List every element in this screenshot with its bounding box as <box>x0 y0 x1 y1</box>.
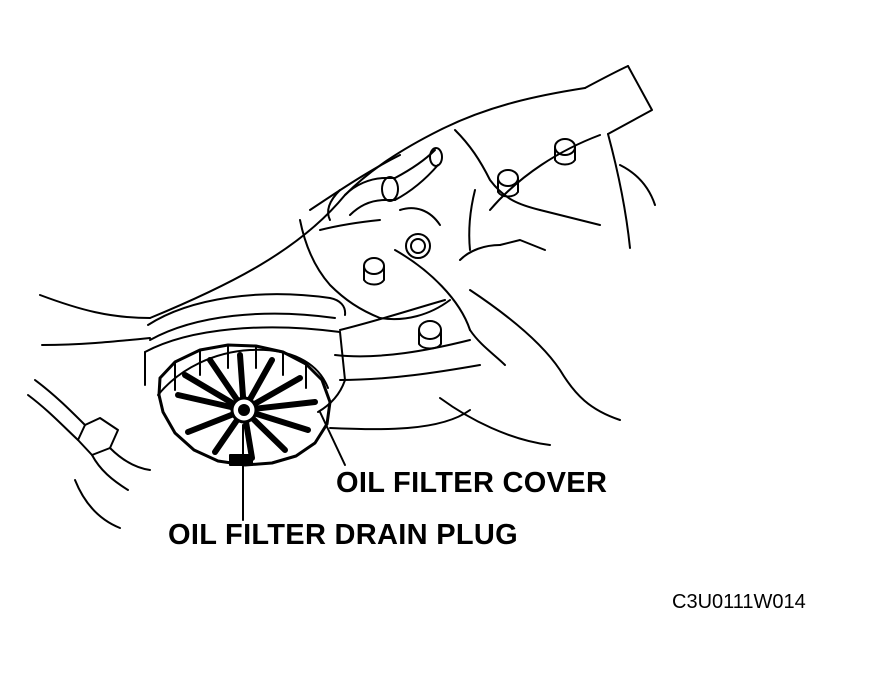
engine-housing <box>39 65 656 446</box>
figure-code: C3U0111W014 <box>672 591 806 613</box>
pipe <box>327 147 443 221</box>
leader-lines <box>242 411 346 521</box>
wrench-extension <box>27 379 151 529</box>
oil-filter-drain-plug-label: OIL FILTER DRAIN PLUG <box>168 519 518 551</box>
oil-filter-drain-plug <box>229 454 253 466</box>
bolts <box>363 138 576 350</box>
oil-filter-cover-label: OIL FILTER COVER <box>336 467 608 499</box>
oil-filter-cover <box>157 343 332 467</box>
filter-housing <box>144 293 347 413</box>
